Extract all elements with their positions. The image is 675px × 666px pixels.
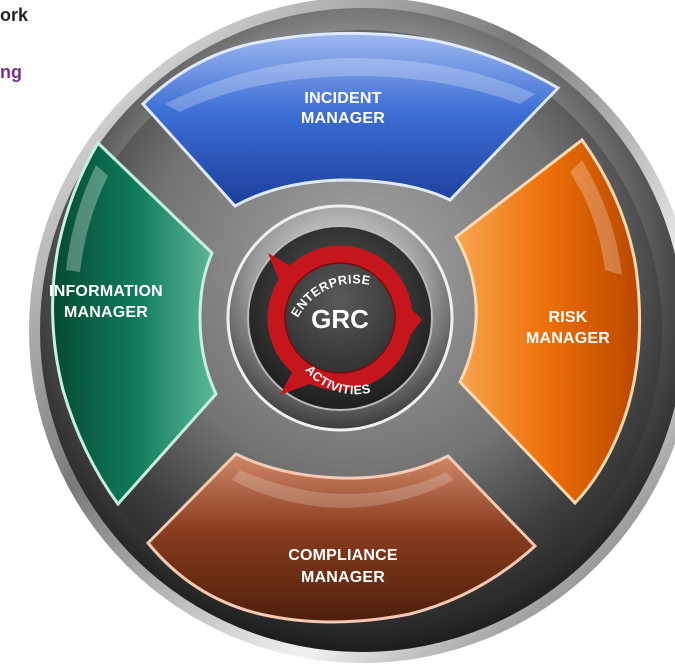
heading-fragment: ork xyxy=(0,5,29,25)
segment-risk-highlight xyxy=(570,160,622,275)
incident-manager-label-line2: MANAGER xyxy=(301,110,385,127)
information-manager-label-line1: INFORMATION xyxy=(49,283,163,300)
segment-risk-manager xyxy=(454,137,642,506)
grc-red-ring-inner-edge xyxy=(284,262,396,374)
risk-manager-label-line2: MANAGER xyxy=(526,330,610,347)
segment-information-manager xyxy=(51,140,218,507)
segment-information-highlight xyxy=(66,165,108,272)
grc-center-label: GRC xyxy=(311,304,369,334)
segment-incident-manager xyxy=(140,31,561,208)
risk-manager-label-line1: RISK xyxy=(548,309,587,326)
compliance-manager-label-line2: MANAGER xyxy=(301,569,385,586)
incident-manager-label-line1: INCIDENT xyxy=(304,90,381,107)
segment-compliance-highlight xyxy=(232,470,454,508)
subheading-fragment: ng xyxy=(0,62,22,82)
segment-compliance-manager xyxy=(145,452,538,624)
segment-incident-highlight xyxy=(165,58,535,112)
arrow-bottom-left-icon xyxy=(280,365,315,395)
arrow-right-icon xyxy=(400,297,422,345)
compliance-manager-label-line1: COMPLIANCE xyxy=(288,547,398,564)
arrow-top-left-icon xyxy=(268,253,298,290)
information-manager-label-line2: MANAGER xyxy=(64,304,148,321)
